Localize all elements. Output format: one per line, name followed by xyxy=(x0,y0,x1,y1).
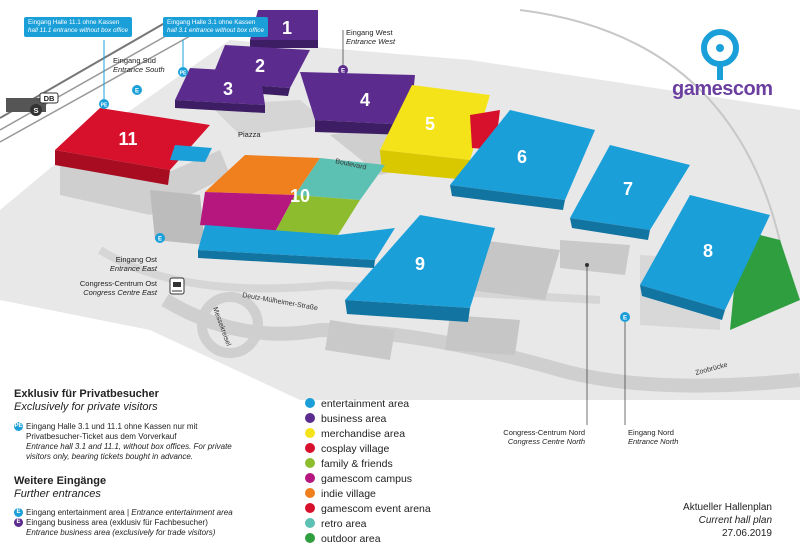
hall-8-number: 8 xyxy=(703,241,713,261)
hall-10-indie xyxy=(205,155,320,195)
legend-item: family & friends xyxy=(305,457,431,472)
hall-6-number: 6 xyxy=(517,147,527,167)
entrance-north-de: Eingang Nord xyxy=(628,428,674,437)
legend-dot xyxy=(305,473,315,484)
legend-dot xyxy=(305,443,315,454)
cc-east-en: Congress Centre East xyxy=(83,288,158,297)
legend-item: cosplay village xyxy=(305,442,431,457)
roundabout xyxy=(197,292,263,358)
hall-10-number: 10 xyxy=(290,186,310,206)
hall-10-family xyxy=(275,195,360,235)
legend-item: entertainment area xyxy=(305,397,431,412)
pe-badge-11[interactable]: PE xyxy=(99,99,109,109)
hall-3[interactable]: 3 xyxy=(175,68,265,113)
legend-item: gamescom campus xyxy=(305,472,431,487)
entrance-east-de: Eingang Ost xyxy=(116,255,158,264)
pe-badge-icon: PE xyxy=(14,422,23,432)
building xyxy=(60,150,230,215)
hall-9-number: 9 xyxy=(415,254,425,274)
building xyxy=(325,320,395,360)
building xyxy=(470,240,560,300)
legend-item: gamescom event arena xyxy=(305,502,431,517)
hall-11-number: 11 xyxy=(118,129,137,149)
hall-10-retro xyxy=(295,158,385,200)
building xyxy=(150,190,205,245)
gamescom-logo-icon xyxy=(701,29,739,80)
brand-name: gamescom xyxy=(672,78,773,100)
hall-7[interactable]: 7 xyxy=(570,145,690,240)
hall-9[interactable]: 9 xyxy=(345,215,495,322)
rail-line xyxy=(0,27,181,131)
svg-text:E: E xyxy=(341,69,345,75)
hall-10[interactable]: 10 xyxy=(198,155,395,268)
legend-dot xyxy=(305,518,315,529)
cc-north-en: Congress Centre North xyxy=(508,437,585,446)
building xyxy=(445,315,520,355)
legend-dot xyxy=(305,488,315,499)
legend-dot xyxy=(305,458,315,469)
hall-1-number: 1 xyxy=(282,18,292,38)
e-badge-icon: E xyxy=(14,508,23,518)
hall-5-number: 5 xyxy=(425,114,435,134)
legend-dot xyxy=(305,503,315,514)
legend-item: retro area xyxy=(305,517,431,532)
hall-11[interactable]: 11 xyxy=(55,108,212,185)
legend-item: business area xyxy=(305,412,431,427)
road xyxy=(97,246,601,304)
piazza-label: Piazza xyxy=(238,130,261,139)
db-station-icon: DB xyxy=(39,92,59,104)
svg-text:S: S xyxy=(33,106,38,115)
entrance-south-de: Eingang Süd xyxy=(113,56,156,65)
e-badge-north[interactable]: E xyxy=(620,312,630,322)
pe-badge-3[interactable]: PE xyxy=(178,67,188,77)
road xyxy=(519,9,791,301)
svg-text:DB: DB xyxy=(44,94,55,103)
svg-text:E: E xyxy=(158,237,162,243)
e-business-badge-icon: E xyxy=(14,518,23,528)
e-badge-west[interactable]: E xyxy=(338,65,348,75)
further-heading: Weitere Eingänge Further entrances xyxy=(14,475,107,500)
s-bahn-icon: S xyxy=(30,104,42,116)
hall-8[interactable]: 8 xyxy=(640,195,770,320)
entrance-north-en: Entrance North xyxy=(628,437,678,446)
cc-east-de: Congress-Centrum Ost xyxy=(80,279,158,288)
svg-text:E: E xyxy=(623,316,627,322)
legend-dot xyxy=(305,428,315,439)
callout-hall-11: Eingang Halle 11.1 ohne Kassen hall 11.1… xyxy=(24,17,132,37)
hall-10-entertainment xyxy=(198,225,395,260)
hall-4[interactable]: 4 xyxy=(300,72,415,135)
e-badge-east[interactable]: E xyxy=(155,233,165,243)
hall-7-number: 7 xyxy=(623,179,633,199)
legend-dot xyxy=(305,398,315,409)
svg-text:PE: PE xyxy=(180,71,187,77)
legend-item: indie village xyxy=(305,487,431,502)
tram-icon xyxy=(169,277,185,295)
entrance-south-en: Entrance South xyxy=(113,65,165,74)
private-heading: Exklusiv für Privatbesucher Exclusively … xyxy=(14,388,159,413)
entrance-west-en: Entrance West xyxy=(346,37,396,46)
entrance-east-en: Entrance East xyxy=(110,264,158,273)
legend-dot xyxy=(305,413,315,424)
hall-10-campus xyxy=(200,192,295,232)
hall-6[interactable]: 6 xyxy=(450,110,595,210)
plan-info: Aktueller Hallenplan Current hall plan 2… xyxy=(683,502,772,539)
rail-line xyxy=(0,35,191,143)
legend-item: merchandise area xyxy=(305,427,431,442)
hall-3-number: 3 xyxy=(223,79,233,99)
svg-text:PE: PE xyxy=(101,103,108,109)
legend-dot xyxy=(305,533,315,544)
entrance-west-de: Eingang West xyxy=(346,28,393,37)
cc-north-de: Congress-Centrum Nord xyxy=(503,428,585,437)
svg-text:E: E xyxy=(135,89,139,95)
callout-hall-3: Eingang Halle 3.1 ohne Kassen hall 3.1 e… xyxy=(163,17,268,37)
hall-2-number: 2 xyxy=(255,56,265,76)
building xyxy=(560,240,630,275)
legend: entertainment area business area merchan… xyxy=(305,397,431,547)
hall-4-number: 4 xyxy=(360,90,370,110)
e-badge-south[interactable]: E xyxy=(132,85,142,95)
legend-item: outdoor area xyxy=(305,532,431,547)
